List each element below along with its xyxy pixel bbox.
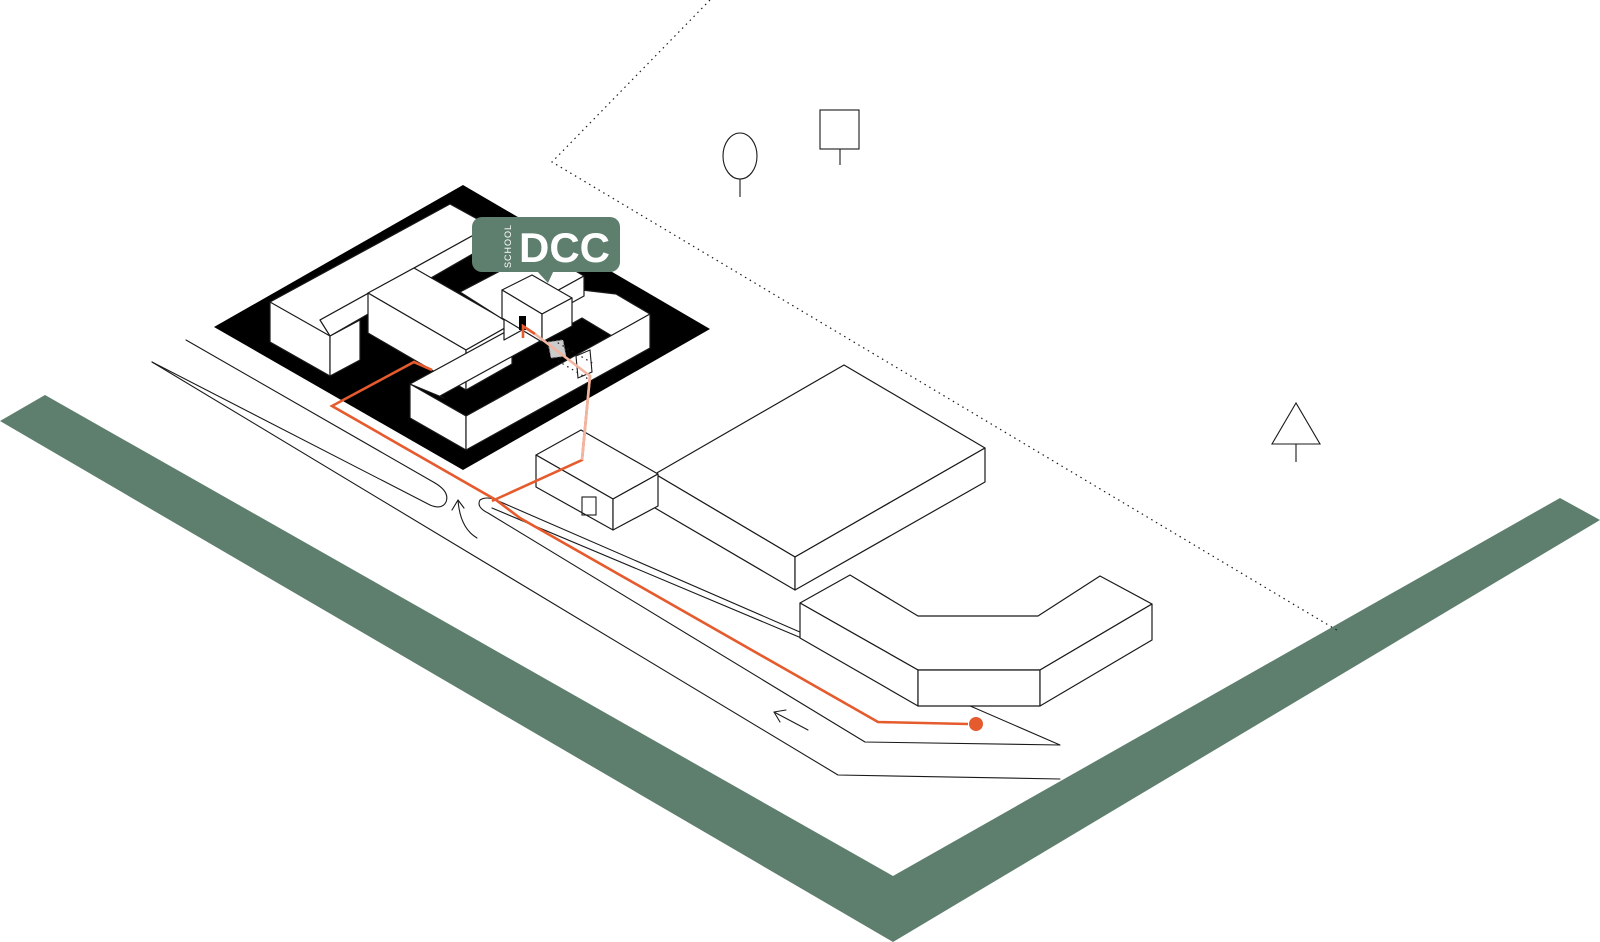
school-badge: SCHOOL DCC xyxy=(472,217,620,283)
tree-square-icon xyxy=(819,109,860,165)
badge-logo-text: DCC xyxy=(519,224,610,271)
route-start-marker-icon xyxy=(969,717,983,731)
chevron-building xyxy=(799,574,1153,707)
walking-route xyxy=(329,323,983,731)
school-wings xyxy=(269,203,651,451)
large-hall-building xyxy=(654,364,986,591)
road-lines xyxy=(151,339,1061,780)
tree-triangle-icon xyxy=(1271,401,1321,462)
badge-sub-text: SCHOOL xyxy=(503,224,513,268)
green-perimeter-band xyxy=(0,395,1600,942)
annex-building xyxy=(535,429,659,531)
property-boundary-dotted-line xyxy=(551,0,1341,633)
tree-round-icon xyxy=(722,132,758,197)
direction-arrow-icon xyxy=(451,499,809,731)
